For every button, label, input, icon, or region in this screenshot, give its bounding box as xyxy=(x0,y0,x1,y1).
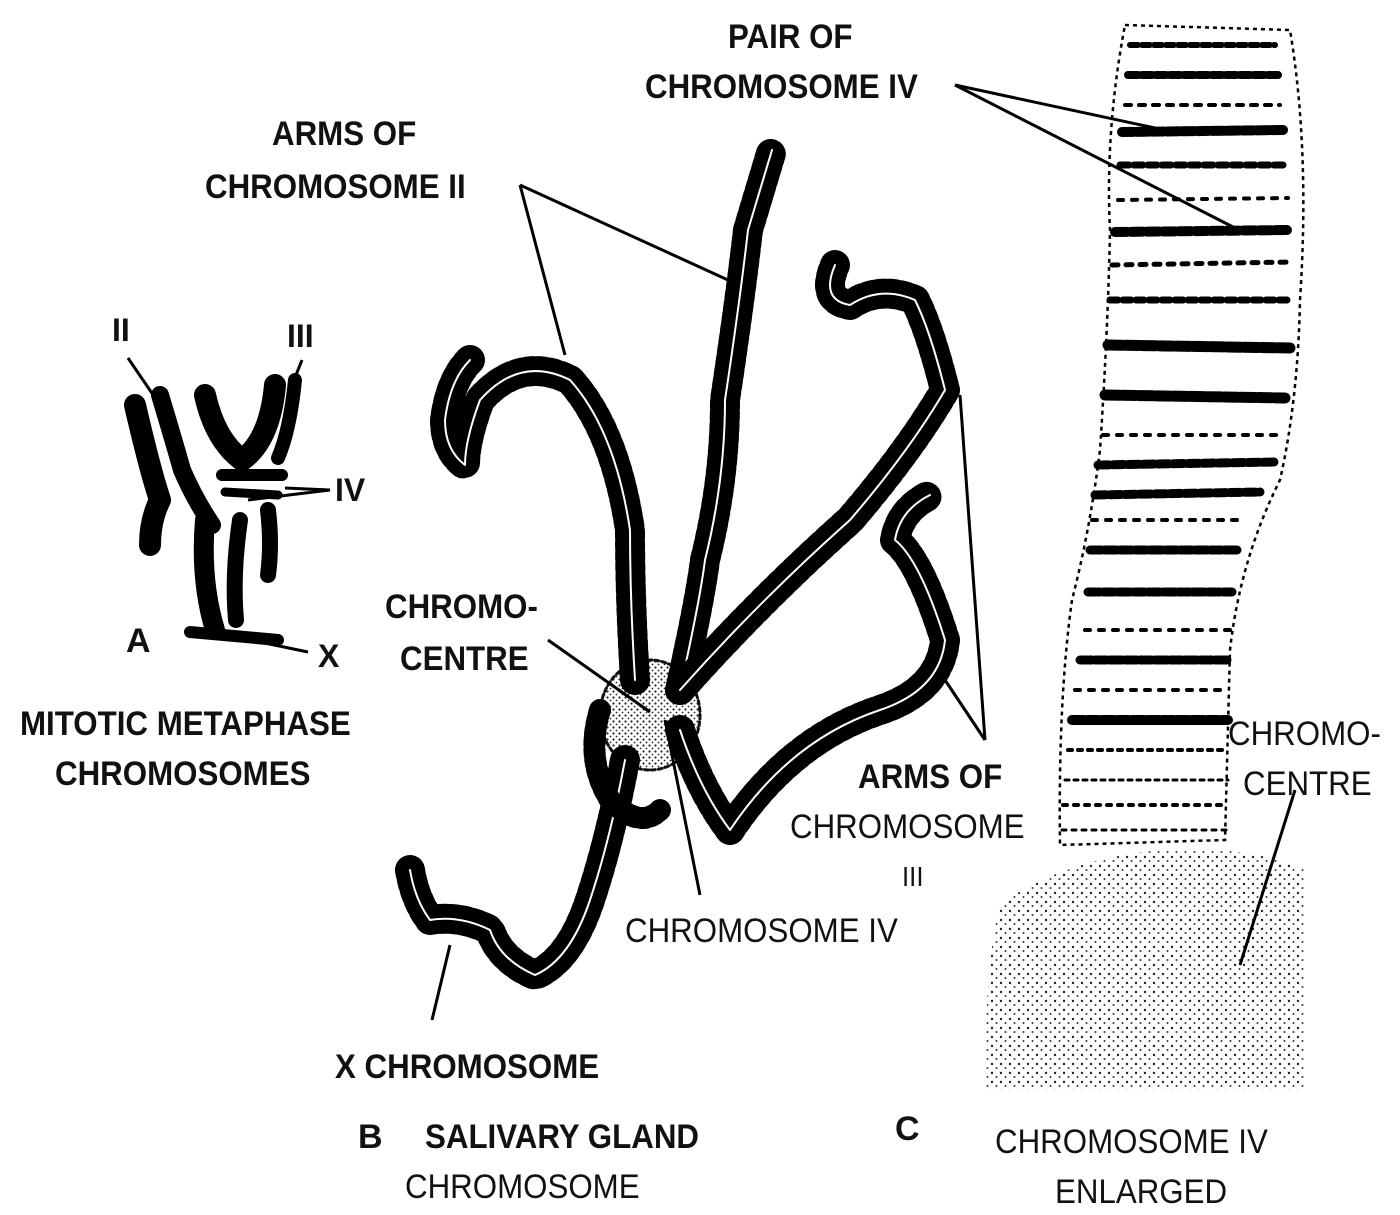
label-chromosome-iv-b: CHROMOSOME IV xyxy=(625,912,898,950)
label-chromocentre-c-line1: CHROMO- xyxy=(1228,715,1381,753)
label-a-x: X xyxy=(318,638,339,675)
label-c-letter: C xyxy=(895,1110,920,1149)
label-arms-ii-line2: CHROMOSOME II xyxy=(205,168,466,206)
caption-a-line2: CHROMOSOMES xyxy=(55,755,310,793)
caption-b-line2: CHROMOSOME xyxy=(405,1168,640,1206)
panel-a-chromosomes xyxy=(135,380,295,640)
x-chromosome-strand xyxy=(410,760,625,975)
chromosome-iv-dot-2 xyxy=(225,492,278,495)
label-arms-iii-line1: ARMS OF xyxy=(858,758,1002,796)
label-chromocentre-b-line1: CHROMO- xyxy=(385,588,538,626)
chromosome-iii-v xyxy=(205,385,275,460)
label-pair-line2: CHROMOSOME IV xyxy=(645,68,918,106)
x-chromosome-shapes xyxy=(190,632,278,640)
chromosome-iv-bands xyxy=(1062,45,1292,830)
chromosome-lower-mid xyxy=(235,520,240,620)
label-arms-iii-line2: CHROMOSOME xyxy=(790,808,1025,846)
chromosome-ii-arm-left xyxy=(445,360,635,680)
label-chromocentre-c-line2: CENTRE xyxy=(1243,765,1372,803)
label-chromocentre-b-line2: CENTRE xyxy=(400,640,529,678)
chromosome-lower-right xyxy=(268,510,270,575)
label-pair-line1: PAIR OF xyxy=(728,18,853,56)
label-x-chromosome: X CHROMOSOME xyxy=(335,1048,599,1086)
caption-b-line1: SALIVARY GLAND xyxy=(425,1118,699,1156)
caption-a-line1: MITOTIC METAPHASE xyxy=(20,705,351,743)
label-a-letter: A xyxy=(126,622,151,661)
caption-c-line1: CHROMOSOME IV xyxy=(995,1123,1268,1161)
caption-c-line2: ENLARGED xyxy=(1055,1173,1227,1211)
chromosome-lower-left xyxy=(204,520,215,630)
panel-c-column xyxy=(985,25,1305,1090)
label-a-iv: IV xyxy=(335,472,365,509)
label-b-letter: B xyxy=(358,1118,383,1157)
label-a-ii: II xyxy=(112,312,130,349)
panel-b-chromosomes xyxy=(410,150,945,975)
label-a-iii: III xyxy=(287,318,314,355)
label-arms-ii-line1: ARMS OF xyxy=(272,115,416,153)
chromocentre-block xyxy=(985,849,1305,1090)
chromosome-ii-left xyxy=(135,405,160,545)
label-arms-iii-line3: III xyxy=(902,858,923,896)
